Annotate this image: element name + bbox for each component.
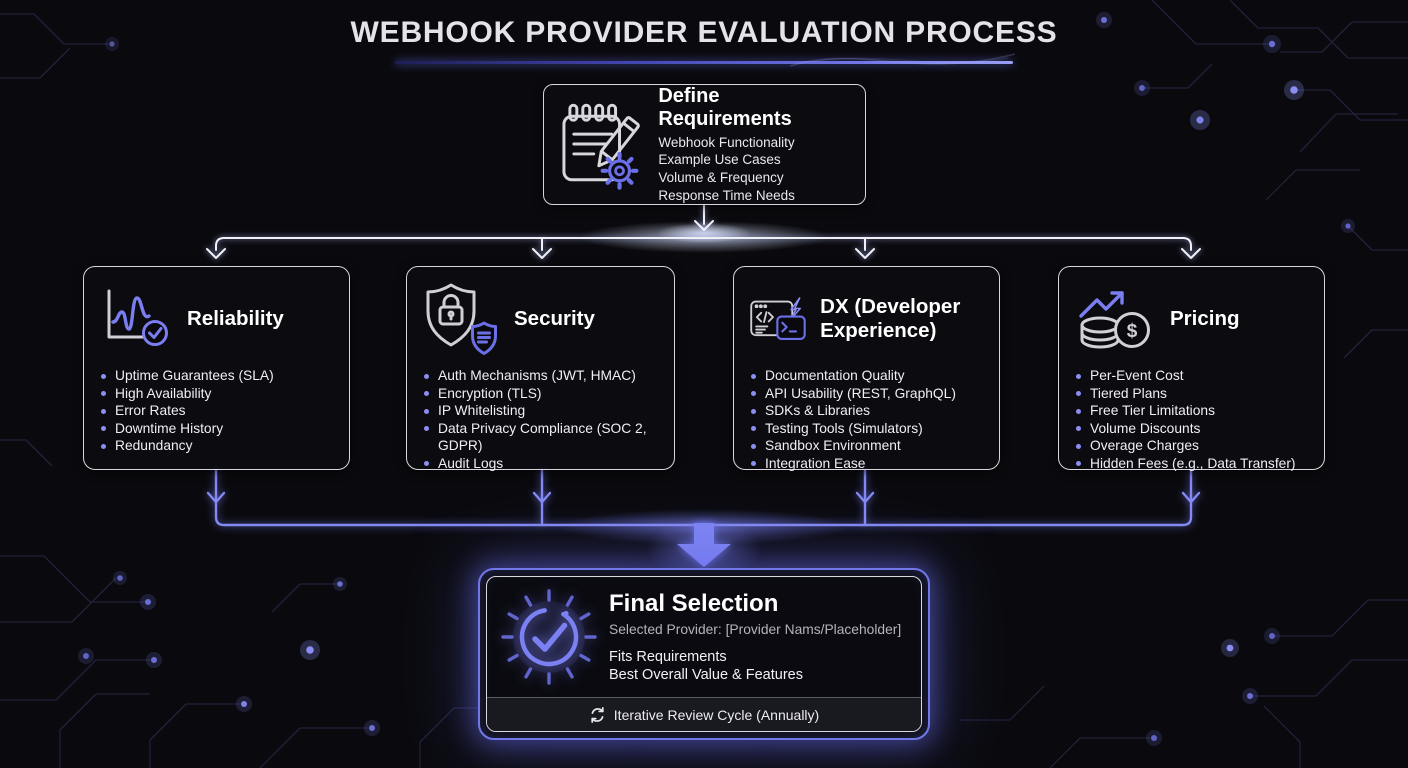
list-item: Uptime Guarantees (SLA) [100, 367, 333, 385]
list-item: IP Whitelisting [423, 402, 658, 420]
dx-title: DX (Developer Experience) [820, 295, 961, 342]
list-item: Example Use Cases [658, 152, 781, 168]
list-item: Redundancy [100, 437, 333, 455]
list-item: Best Overall Value & Features [609, 667, 803, 683]
converge-arrow [677, 523, 731, 567]
pulse-check-icon [107, 289, 168, 346]
svg-text:$: $ [1127, 321, 1138, 342]
list-item: SDKs & Libraries [750, 402, 983, 420]
list-item: Overage Charges [1075, 437, 1308, 455]
list-item: High Availability [100, 385, 333, 403]
notes-gear-icon [562, 103, 640, 190]
check-burst-icon [501, 589, 597, 685]
list-item: Testing Tools (Simulators) [750, 420, 983, 438]
node-final-selection: Final Selection Selected Provider: [Prov… [478, 568, 930, 740]
list-item: Per-Event Cost [1075, 367, 1308, 385]
define-title: Define Requirements [658, 84, 792, 130]
list-item: Error Rates [100, 402, 333, 420]
list-item: Auth Mechanisms (JWT, HMAC) [423, 367, 658, 385]
list-item: Sandbox Environment [750, 437, 983, 455]
shield-lock-icon [426, 283, 497, 355]
final-footer-label: Iterative Review Cycle (Annually) [613, 706, 820, 723]
final-subtitle: Selected Provider: [Provider Nams/Placeh… [609, 621, 902, 637]
list-item: Integration Ease [750, 455, 983, 473]
pricing-title: Pricing [1170, 307, 1240, 330]
node-security: Security Auth Mechanisms (JWT, HMAC)Encr… [406, 266, 675, 473]
title-underline [395, 61, 1013, 64]
list-item: Tiered Plans [1075, 385, 1308, 403]
list-item: Hidden Fees (e.g., Data Transfer) [1075, 455, 1308, 473]
list-item: Volume & Frequency [658, 170, 784, 185]
final-title: Final Selection [609, 589, 779, 617]
node-define-requirements: Define Requirements Webhook Functionalit… [543, 84, 866, 205]
list-item: Encryption (TLS) [423, 385, 658, 403]
list-item: Volume Discounts [1075, 420, 1308, 438]
security-title: Security [514, 307, 595, 330]
list-item: Audit Logs [423, 455, 658, 473]
reliability-title: Reliability [187, 307, 284, 330]
refresh-icon [591, 706, 604, 723]
list-item: Data Privacy Compliance (SOC 2, GDPR) [423, 420, 658, 455]
list-item: Documentation Quality [750, 367, 983, 385]
security-items: Auth Mechanisms (JWT, HMAC)Encryption (T… [423, 367, 658, 473]
list-item: Downtime History [100, 420, 333, 438]
node-dx: DX (Developer Experience) Documentation … [733, 266, 1000, 473]
final-footer: Iterative Review Cycle (Annually) [487, 697, 921, 731]
list-item: Fits Requirements [609, 648, 727, 665]
list-item: Webhook Functionality [658, 134, 795, 150]
coins-growth-icon: $ [1079, 291, 1150, 349]
list-item: Response Time Needs [658, 187, 795, 203]
node-reliability: Reliability Uptime Guarantees (SLA)High … [83, 266, 350, 470]
reliability-items: Uptime Guarantees (SLA)High Availability… [100, 367, 333, 455]
code-terminal-icon [750, 297, 806, 340]
page-title: WEBHOOK PROVIDER EVALUATION PROCESS [350, 16, 1058, 49]
list-item: Free Tier Limitations [1075, 402, 1308, 420]
list-item: API Usability (REST, GraphQL) [750, 385, 983, 403]
